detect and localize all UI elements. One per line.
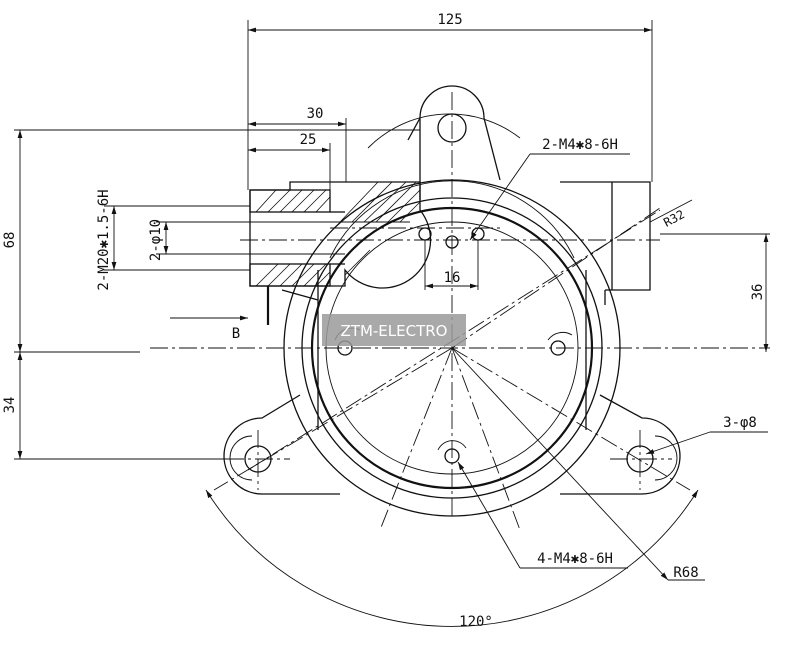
dim-34: 34 (2, 397, 18, 414)
dim-36: 36 (750, 284, 766, 301)
dim-2-m4: 2-M4✱8-6H (542, 137, 618, 153)
dim-25: 25 (300, 132, 317, 148)
dim-68: 68 (2, 232, 18, 249)
watermark-text: ZTM-ELECTRO (341, 322, 448, 340)
dim-4-m4: 4-M4✱8-6H (537, 551, 613, 567)
dim-125: 125 (437, 12, 462, 28)
dim-30: 30 (307, 106, 324, 122)
dim-2-phi10: 2-φ10 (148, 219, 164, 261)
dim-2-m20: 2-M20✱1.5-6H (96, 189, 112, 290)
port-housing (249, 181, 432, 325)
dim-r68: R68 (673, 565, 698, 581)
top-ear (367, 85, 521, 200)
dimensions (14, 20, 770, 627)
dim-r32: R32 (661, 207, 687, 230)
center-lines (150, 92, 770, 531)
watermark: ZTM-ELECTRO (322, 314, 466, 346)
dim-120-deg: 120° (459, 614, 493, 630)
dimension-labels: 125 30 25 68 34 2-M20✱1.5-6H 2-φ10 36 16… (2, 12, 766, 630)
dim-16: 16 (444, 270, 461, 286)
dim-3-phi8: 3-φ8 (723, 415, 757, 431)
top-hole-left (418, 227, 432, 241)
view-label-b: B (232, 326, 240, 342)
